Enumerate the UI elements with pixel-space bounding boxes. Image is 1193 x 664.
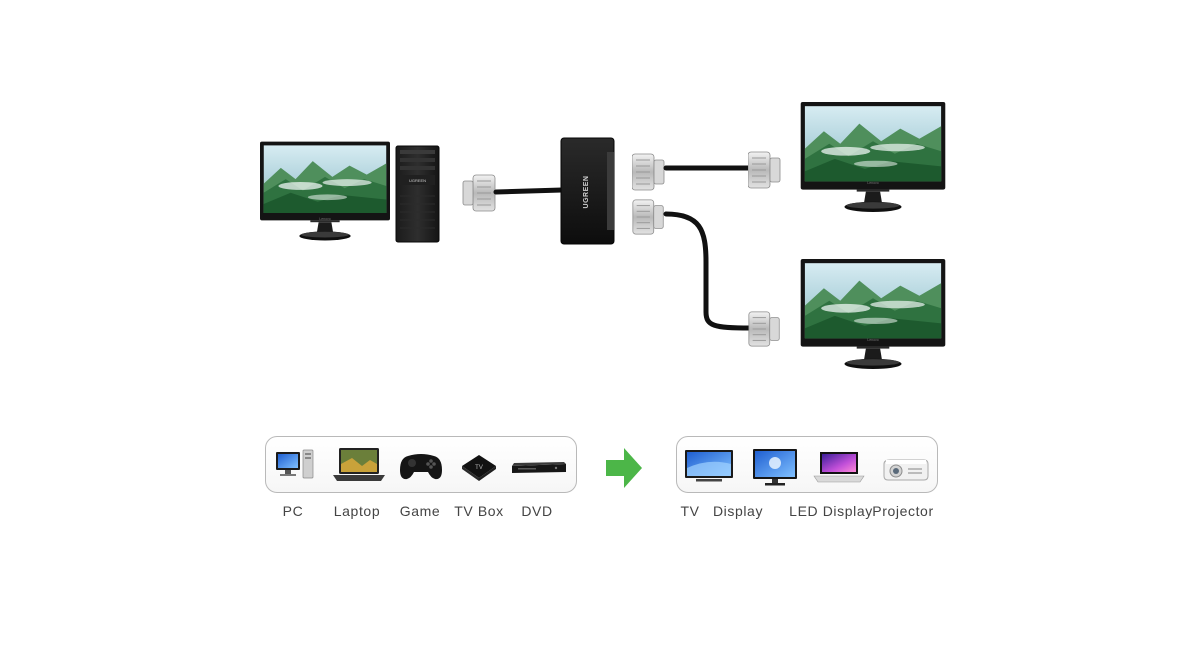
arrow-right-icon — [606, 448, 642, 488]
source-monitor-brand: Lenovo — [319, 217, 331, 221]
pc-tower: UGREEN — [395, 145, 440, 243]
source-label-game: Game — [399, 503, 441, 519]
output-monitor-2: Lenovo — [801, 259, 946, 369]
projector-icon — [883, 459, 929, 481]
output-label-display: Display — [712, 503, 764, 519]
splitter-brand: UGREEN — [583, 176, 590, 209]
output-label-led-display: LED Display — [789, 503, 873, 519]
output-vga-cable-1 — [632, 151, 781, 191]
output-monitor-2-brand: Lenovo — [867, 338, 879, 342]
source-label-dvd: DVD — [521, 503, 553, 519]
pc-tower-brand: UGREEN — [409, 178, 426, 183]
output-vga-cable-2 — [632, 199, 780, 347]
gamepad-icon — [400, 454, 442, 480]
tv-box-icon-text: TV — [475, 465, 483, 471]
input-vga-cable — [462, 174, 565, 212]
dvd-player-icon — [512, 462, 566, 473]
pc-icon — [276, 449, 314, 479]
source-label-laptop: Laptop — [333, 503, 381, 519]
output-monitor-1-brand: Lenovo — [867, 181, 879, 185]
output-monitor-1: Lenovo — [801, 102, 946, 212]
output-label-tv: TV — [680, 503, 700, 519]
tv-icon — [685, 450, 733, 482]
source-label-pc: PC — [282, 503, 304, 519]
laptop-icon — [333, 448, 385, 481]
source-label-tv-box: TV Box — [454, 503, 504, 519]
display-icon — [753, 449, 797, 486]
tv-box-icon: TV — [462, 455, 496, 481]
vga-splitter-box: UGREEN — [560, 137, 615, 245]
output-label-projector: Projector — [872, 503, 934, 519]
source-monitor: Lenovo — [260, 142, 390, 241]
led-display-icon — [813, 452, 865, 483]
